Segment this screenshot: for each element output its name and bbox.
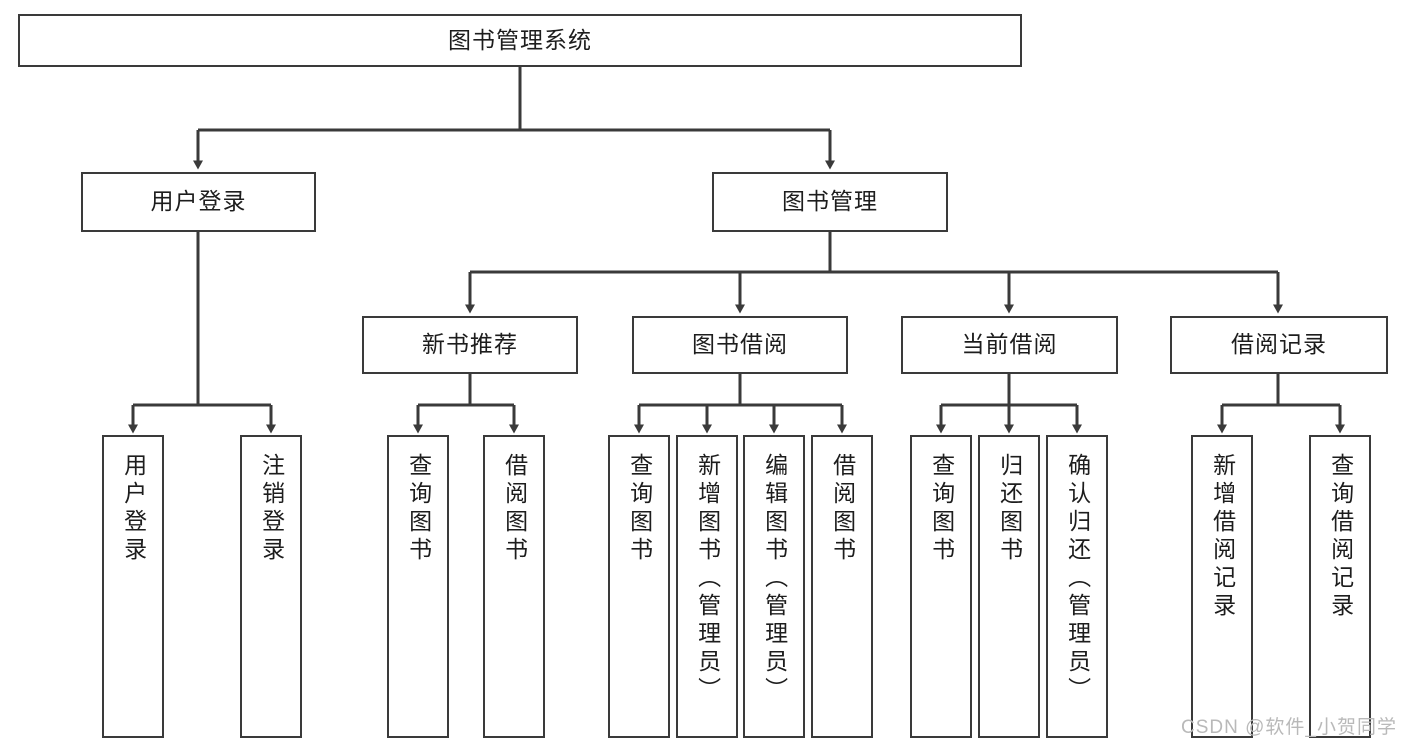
node-label: 查询图书 — [405, 453, 432, 565]
leaf-borrow-book-recommend[interactable]: 借阅图书 — [483, 435, 545, 738]
leaf-query-borrow-record[interactable]: 查询借阅记录 — [1309, 435, 1371, 738]
node-current-borrow[interactable]: 当前借阅 — [901, 316, 1118, 374]
node-borrow-record[interactable]: 借阅记录 — [1170, 316, 1388, 374]
node-label: 图书管理系统 — [448, 26, 592, 53]
node-new-book-recommend[interactable]: 新书推荐 — [362, 316, 578, 374]
leaf-query-book-borrow[interactable]: 查询图书 — [608, 435, 670, 738]
node-label: 查询借阅记录 — [1327, 453, 1354, 621]
node-label: 编辑图书（管理员） — [761, 453, 788, 705]
leaf-user-login[interactable]: 用户登录 — [102, 435, 164, 738]
leaf-confirm-return[interactable]: 确认归还（管理员） — [1046, 435, 1108, 738]
node-label: 注销登录 — [258, 453, 285, 565]
leaf-add-book[interactable]: 新增图书（管理员） — [676, 435, 738, 738]
node-label: 查询图书 — [928, 453, 955, 565]
node-root-system[interactable]: 图书管理系统 — [18, 14, 1022, 67]
node-book-borrow[interactable]: 图书借阅 — [632, 316, 848, 374]
node-label: 借阅记录 — [1231, 331, 1327, 358]
node-label: 借阅图书 — [501, 453, 528, 565]
leaf-borrow-book[interactable]: 借阅图书 — [811, 435, 873, 738]
node-label: 当前借阅 — [961, 331, 1058, 358]
node-label: 用户登录 — [150, 188, 247, 215]
node-user-login[interactable]: 用户登录 — [81, 172, 316, 232]
node-label: 图书管理 — [782, 188, 878, 215]
node-book-manage[interactable]: 图书管理 — [712, 172, 948, 232]
watermark: CSDN @软件_小贺同学 — [1181, 717, 1397, 738]
node-label: 用户登录 — [120, 453, 147, 565]
node-label: 借阅图书 — [829, 453, 856, 565]
leaf-query-book-current[interactable]: 查询图书 — [910, 435, 972, 738]
node-label: 查询图书 — [626, 453, 653, 565]
node-label: 新增图书（管理员） — [694, 453, 721, 705]
node-label: 确认归还（管理员） — [1064, 453, 1091, 705]
node-label: 新增借阅记录 — [1209, 453, 1236, 621]
leaf-add-borrow-record[interactable]: 新增借阅记录 — [1191, 435, 1253, 738]
leaf-return-book[interactable]: 归还图书 — [978, 435, 1040, 738]
leaf-query-book-recommend[interactable]: 查询图书 — [387, 435, 449, 738]
leaf-logout-login[interactable]: 注销登录 — [240, 435, 302, 738]
leaf-edit-book[interactable]: 编辑图书（管理员） — [743, 435, 805, 738]
node-label: 图书借阅 — [692, 331, 788, 358]
node-label: 新书推荐 — [422, 331, 518, 358]
node-label: 归还图书 — [996, 453, 1023, 565]
